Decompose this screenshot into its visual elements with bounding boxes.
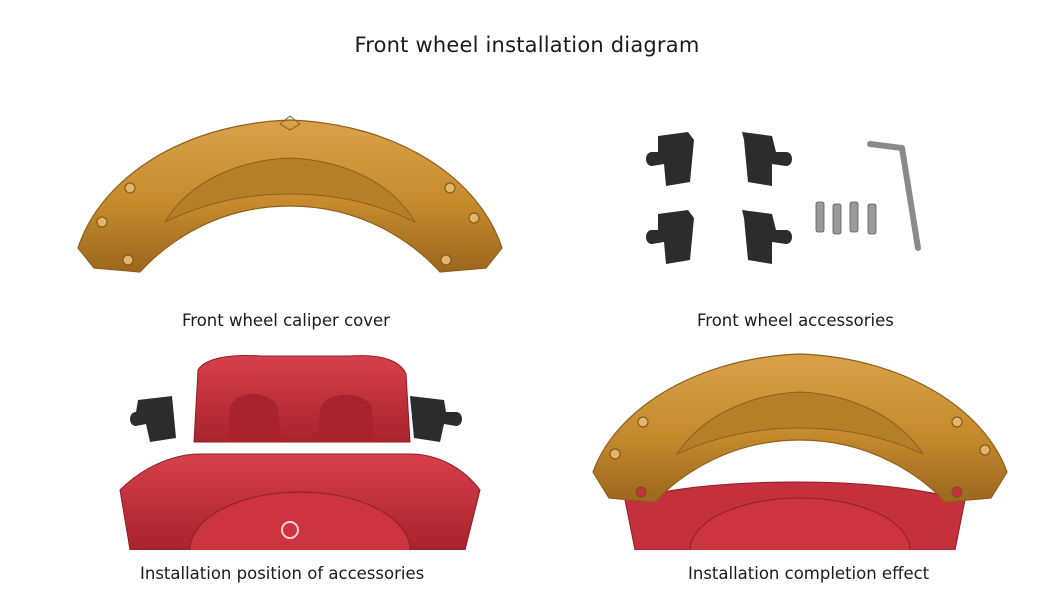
bracket-icon xyxy=(646,132,792,264)
diagram-title: Front wheel installation diagram xyxy=(354,33,700,57)
installation-completion-image xyxy=(592,353,1008,550)
caption-installation-position: Installation position of accessories xyxy=(140,564,425,583)
caliper-cover-image xyxy=(77,115,503,273)
bracket-icon xyxy=(130,396,462,442)
installation-position-image xyxy=(119,355,481,550)
allen-key-icon xyxy=(867,141,921,251)
bolt-icon xyxy=(815,201,877,235)
caption-completion-effect: Installation completion effect xyxy=(688,564,930,583)
accessories-image xyxy=(646,132,921,264)
caption-caliper-cover: Front wheel caliper cover xyxy=(182,311,390,330)
bolt-hole xyxy=(124,182,136,194)
caption-accessories: Front wheel accessories xyxy=(697,311,894,330)
